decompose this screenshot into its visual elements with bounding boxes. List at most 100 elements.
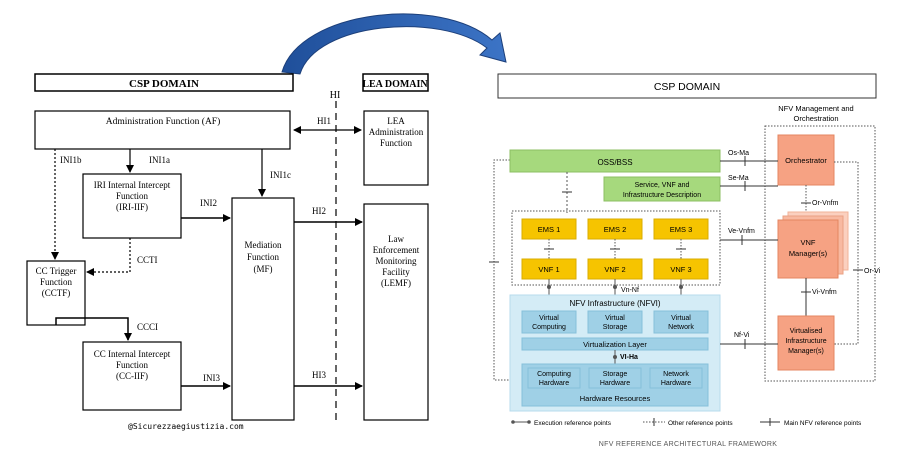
orchestrator-label: Orchestrator xyxy=(785,156,827,165)
lemf-box xyxy=(363,203,429,421)
lea-administration-box xyxy=(363,110,429,186)
cc-iif-line-3: (CC-IIF) xyxy=(116,371,148,381)
ems-1-label: EMS 1 xyxy=(538,225,561,234)
or-vi-label: Or-Vi xyxy=(864,268,881,275)
mano-container xyxy=(764,125,876,382)
nfv-csp-domain-label: CSP DOMAIN xyxy=(654,81,720,93)
cctf-line-2: Function xyxy=(40,277,73,287)
service-description-box xyxy=(603,176,721,202)
lemf-line-4: Facility xyxy=(382,267,410,277)
vnf-1-label: VNF 1 xyxy=(538,265,559,274)
vim-line-1: Virtualised xyxy=(790,328,823,335)
hi-label: HI xyxy=(330,90,341,101)
lea-admin-line-1: LEA xyxy=(387,116,405,126)
iri-iif-line-3: (IRI-IIF) xyxy=(116,202,148,212)
ccti-arrow xyxy=(86,238,131,276)
lea-domain-label: LEA DOMAIN xyxy=(362,79,428,90)
lea-admin-line-2: Administration xyxy=(369,127,424,137)
virtual-network-line-2: Network xyxy=(668,324,694,331)
legend-other: Other reference points xyxy=(668,420,733,427)
legend-execution-dot-b xyxy=(527,420,531,424)
vn-nf-label: Vn-Nf xyxy=(621,287,639,294)
virtual-network-line-1: Virtual xyxy=(671,315,691,322)
vi-ha-dot xyxy=(613,355,617,359)
network-hardware-line-1: Network xyxy=(663,371,689,378)
virtual-network-box xyxy=(653,310,709,334)
mano-title-line-2: Orchestration xyxy=(793,114,838,123)
vim-line-2: Infrastructure xyxy=(785,338,826,345)
vnf-3-label: VNF 3 xyxy=(670,265,691,274)
csp-domain-label: CSP DOMAIN xyxy=(129,78,199,90)
ini1b-label: INI1b xyxy=(60,155,82,165)
ini1c-label: INI1c xyxy=(270,170,291,180)
lawful-interception-diagram: CSP DOMAIN LEA DOMAIN HI Administration … xyxy=(26,73,429,431)
iri-iif-line-2: Function xyxy=(116,191,149,201)
vn-nf-dot-3 xyxy=(679,285,683,289)
mediation-function-box xyxy=(231,197,295,421)
hi2-label: HI2 xyxy=(312,206,326,216)
cctf-line-1: CC Trigger xyxy=(36,266,77,276)
iri-iif-box xyxy=(82,173,182,239)
legend-execution-dot-a xyxy=(511,420,515,424)
nf-vi-label: Nf-Vi xyxy=(734,332,750,339)
transition-arrow xyxy=(281,13,507,75)
vnf-manager-line-1: VNF xyxy=(801,238,816,247)
oss-bss-label: OSS/BSS xyxy=(597,158,632,167)
se-ma-label: Se-Ma xyxy=(728,175,749,182)
vi-vnfm-label: Vi-Vnfm xyxy=(812,289,837,296)
or-vnfm-label: Or-Vnfm xyxy=(812,200,839,207)
administration-function-label: Administration Function (AF) xyxy=(106,116,221,127)
lea-domain-header xyxy=(362,73,429,92)
computing-hardware-line-2: Hardware xyxy=(539,380,569,387)
virtual-storage-box xyxy=(587,310,643,334)
ems-3-label: EMS 3 xyxy=(670,225,693,234)
mano-title-line-1: NFV Management and xyxy=(778,104,853,113)
storage-hardware-box xyxy=(588,367,642,389)
network-hardware-box xyxy=(649,367,703,389)
lemf-line-3: Monitoring xyxy=(375,256,417,266)
mf-line-2: Function xyxy=(247,252,280,262)
or-vi-ref xyxy=(834,161,859,345)
network-hardware-line-2: Hardware xyxy=(661,380,691,387)
storage-hardware-line-2: Hardware xyxy=(600,380,630,387)
legend-main: Main NFV reference points xyxy=(784,420,862,427)
virtual-computing-line-2: Computing xyxy=(532,324,566,331)
vnf-2-label: VNF 2 xyxy=(604,265,625,274)
ini3-label: INI3 xyxy=(203,373,220,383)
csp-domain-header xyxy=(34,73,294,92)
watermark: @Sicurezzaegiustizia.com xyxy=(128,422,244,431)
ve-vnfm-label: Ve-Vnfm xyxy=(728,228,755,235)
computing-hardware-box xyxy=(527,367,581,389)
vn-nf-dot-2 xyxy=(613,285,617,289)
mf-line-1: Mediation xyxy=(245,240,282,250)
cc-iif-line-1: CC Internal Intercept xyxy=(94,349,171,359)
virtualization-layer-label: Virtualization Layer xyxy=(583,340,647,349)
framework-caption: NFV REFERENCE ARCHITECTURAL FRAMEWORK xyxy=(599,441,777,448)
hardware-resources-label: Hardware Resources xyxy=(580,394,651,403)
cc-iif-box xyxy=(82,341,182,411)
cctf-line-3: (CCTF) xyxy=(42,288,71,298)
ems-2-label: EMS 2 xyxy=(604,225,627,234)
virtual-storage-line-2: Storage xyxy=(603,324,628,331)
vnf-manager-box xyxy=(777,219,839,279)
vnf-manager-line-2: Manager(s) xyxy=(789,249,828,258)
lemf-line-1: Law xyxy=(388,234,404,244)
vim-line-3: Manager(s) xyxy=(788,348,824,355)
os-ma-label: Os-Ma xyxy=(728,150,749,157)
vi-ha-label: VI-Ha xyxy=(620,354,638,361)
ccci-arrow xyxy=(55,317,132,341)
ini2-label: INI2 xyxy=(200,198,217,208)
lemf-line-5: (LEMF) xyxy=(381,278,411,288)
virtual-storage-line-1: Virtual xyxy=(605,315,625,322)
service-desc-line-1: Service, VNF and xyxy=(635,182,690,189)
storage-hardware-line-1: Storage xyxy=(603,371,628,378)
lemf-line-2: Enforcement xyxy=(373,245,420,255)
lea-admin-line-3: Function xyxy=(380,138,413,148)
service-desc-line-2: Infrastructure Description xyxy=(623,192,701,199)
virtual-computing-box xyxy=(521,310,577,334)
vim-box xyxy=(777,315,835,371)
vn-nf-dot-1 xyxy=(547,285,551,289)
ini1a-label: INI1a xyxy=(149,155,170,165)
ems-vnf-group: EMS 1 EMS 2 EMS 3 VNF 1 VNF 2 VNF 3 xyxy=(521,218,709,280)
